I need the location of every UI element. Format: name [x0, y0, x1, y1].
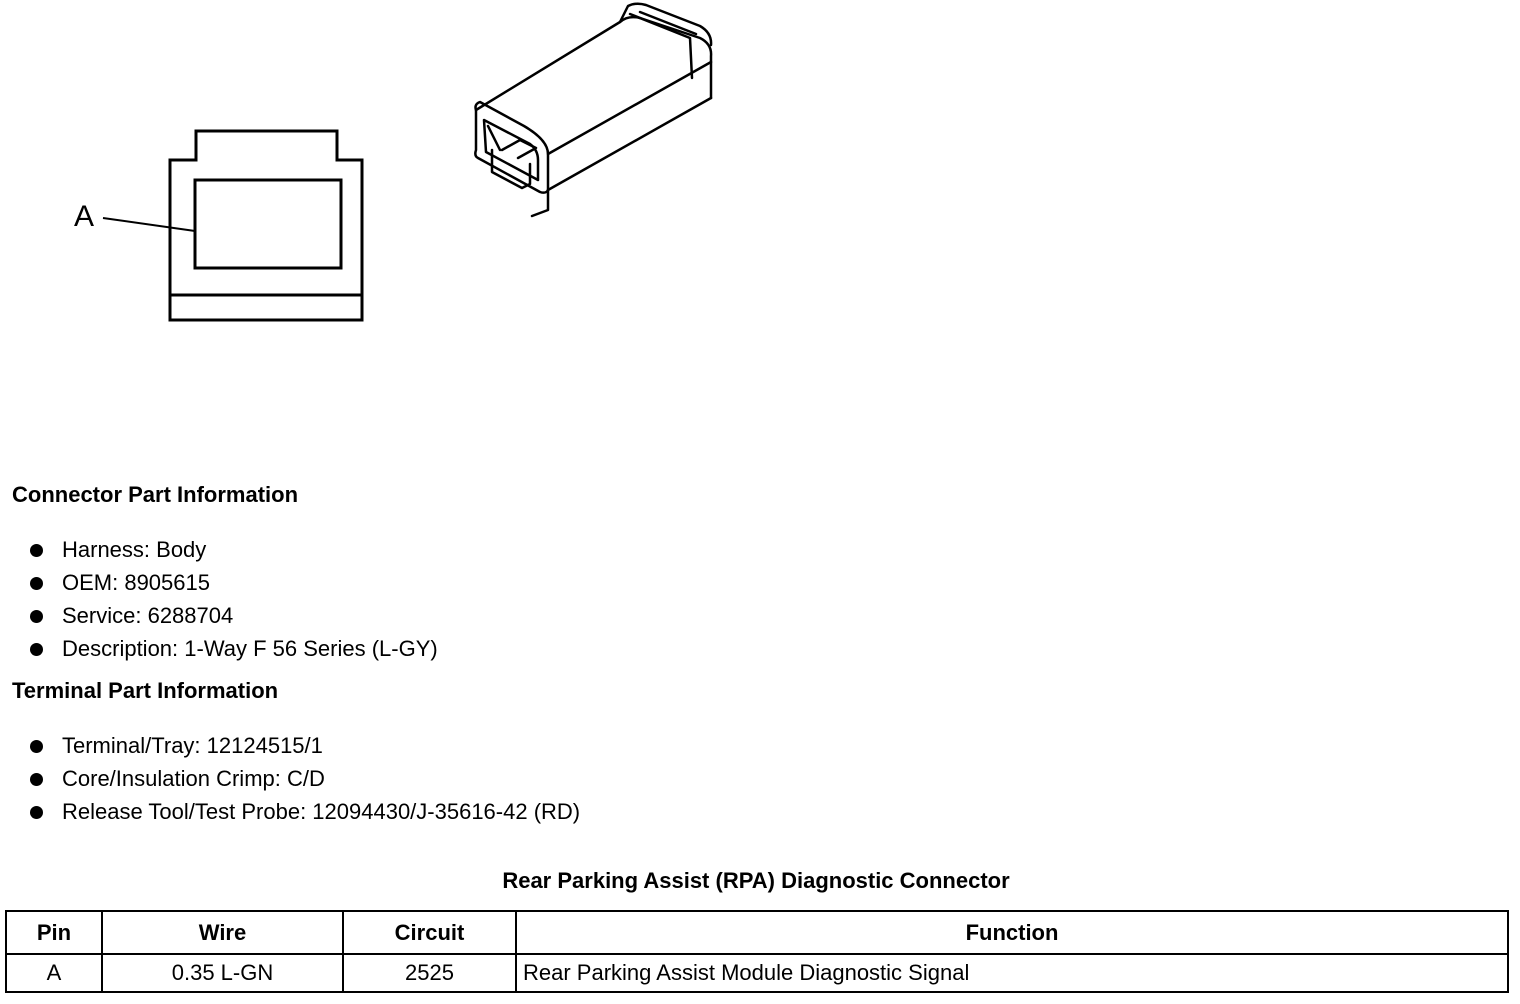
table-row: A 0.35 L-GN 2525 Rear Parking Assist Mod…	[5, 953, 1509, 993]
pin-table: Pin Wire Circuit Function A 0.35 L-GN 25…	[5, 910, 1509, 993]
bullet-icon	[30, 740, 43, 753]
terminal-info-heading: Terminal Part Information	[12, 678, 279, 703]
list-item: Terminal/Tray: 12124515/1	[30, 732, 580, 765]
list-item: Release Tool/Test Probe: 12094430/J-3561…	[30, 798, 580, 831]
list-item-text: Harness: Body	[62, 537, 207, 562]
bullet-icon	[30, 577, 43, 590]
list-item-text: Terminal/Tray: 12124515/1	[62, 733, 323, 758]
terminal-info-list: Terminal/Tray: 12124515/1 Core/Insulatio…	[30, 732, 580, 831]
bullet-icon	[30, 610, 43, 623]
column-header-pin: Pin	[5, 910, 103, 955]
bullet-icon	[30, 773, 43, 786]
table-header-row: Pin Wire Circuit Function	[5, 910, 1509, 955]
list-item-text: Service: 6288704	[62, 603, 234, 628]
bullet-icon	[30, 806, 43, 819]
cell-circuit: 2525	[342, 953, 517, 993]
list-item: OEM: 8905615	[30, 569, 438, 602]
bullet-icon	[30, 643, 43, 656]
list-item: Core/Insulation Crimp: C/D	[30, 765, 580, 798]
cell-pin: A	[5, 953, 103, 993]
connector-figure: A	[0, 0, 1520, 470]
connector-body-icon	[474, 2, 713, 218]
pin-table-title: Rear Parking Assist (RPA) Diagnostic Con…	[502, 868, 1010, 893]
column-header-function: Function	[515, 910, 1509, 955]
connector-info-heading: Connector Part Information	[12, 482, 299, 507]
list-item-text: Core/Insulation Crimp: C/D	[62, 766, 325, 791]
bullet-icon	[30, 544, 43, 557]
cell-function: Rear Parking Assist Module Diagnostic Si…	[515, 953, 1509, 993]
column-header-wire: Wire	[101, 910, 344, 955]
column-header-circuit: Circuit	[342, 910, 517, 955]
list-item: Harness: Body	[30, 536, 438, 569]
list-item: Service: 6288704	[30, 602, 438, 635]
connector-face-icon	[102, 129, 364, 322]
connector-info-list: Harness: Body OEM: 8905615 Service: 6288…	[30, 536, 438, 668]
list-item: Description: 1-Way F 56 Series (L-GY)	[30, 635, 438, 668]
callout-label-a: A	[74, 200, 95, 233]
list-item-text: Release Tool/Test Probe: 12094430/J-3561…	[62, 799, 581, 824]
list-item-text: Description: 1-Way F 56 Series (L-GY)	[62, 636, 438, 661]
cell-wire: 0.35 L-GN	[101, 953, 344, 993]
list-item-text: OEM: 8905615	[62, 570, 210, 595]
